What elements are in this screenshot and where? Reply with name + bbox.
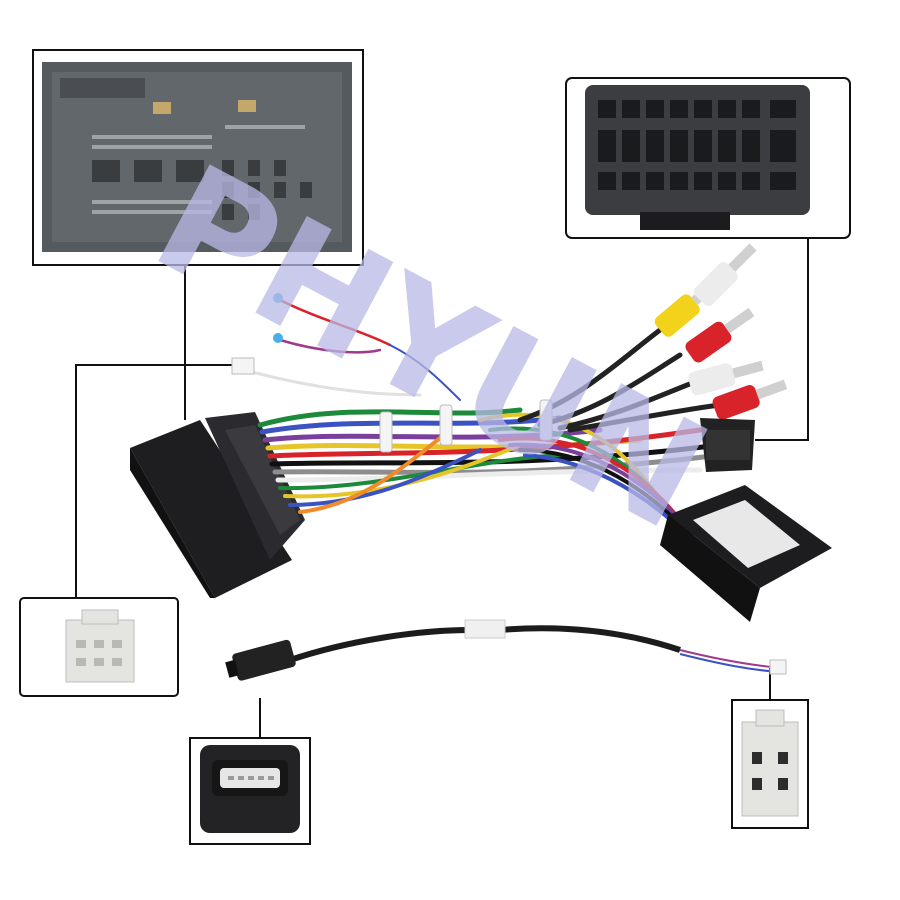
cable-label (464, 619, 506, 639)
main-harness-connector-closeup (32, 49, 364, 266)
iso-connector (700, 418, 755, 472)
usb-cable (289, 625, 781, 673)
mini-usb-plug (225, 639, 296, 681)
mini-usb-port-closeup (189, 737, 311, 845)
pin-tip (273, 293, 283, 303)
white-4pin-plug-closeup (731, 699, 809, 829)
canbus-decoder-box (660, 485, 832, 622)
small-plug (231, 357, 255, 375)
rca-plugs (654, 243, 788, 420)
wire-bundle (243, 298, 723, 550)
iso-16pin-connector-closeup (565, 77, 851, 239)
leader-lines (75, 238, 809, 740)
small-4pin-plug (769, 659, 787, 675)
cable-ties (379, 399, 553, 453)
pin-tip (273, 333, 283, 343)
small-white-plug-closeup (19, 597, 179, 697)
main-harness-connector (130, 412, 305, 598)
